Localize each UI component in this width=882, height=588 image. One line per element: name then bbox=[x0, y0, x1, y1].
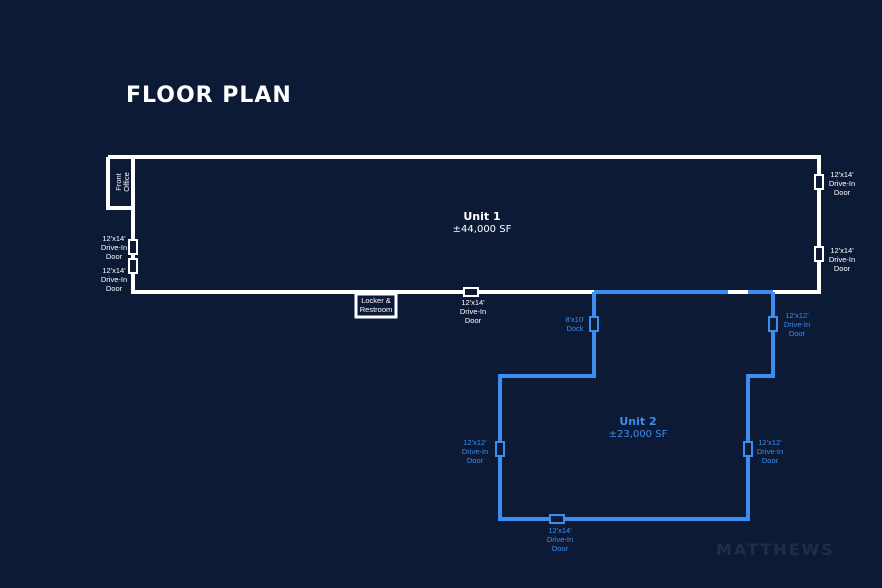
door-size: 12'x14' bbox=[102, 266, 126, 275]
unit2-door-label-top-right: 12'x12' Drive-In Door bbox=[784, 311, 810, 338]
unit1-door-label-right-top: 12'x14' Drive-In Door bbox=[829, 170, 855, 197]
unit1-door-label-left-top: 12'x14' Drive-In Door bbox=[101, 234, 127, 261]
door-size: 12'x14' bbox=[830, 170, 854, 179]
unit1-door-label-bottom: 12'x14' Drive-In Door bbox=[460, 298, 486, 325]
door-type: Drive-In bbox=[101, 243, 127, 252]
unit1-door-label-right-bottom: 12'x14' Drive-In Door bbox=[829, 246, 855, 273]
door-word: Door bbox=[762, 456, 779, 465]
door-size: 12'x14' bbox=[461, 298, 485, 307]
unit2-door-label-bottom: 12'x14' Drive-In Door bbox=[547, 526, 573, 553]
door-notch bbox=[549, 514, 565, 524]
door-word: Door bbox=[552, 544, 569, 553]
dock-size: 8'x10' bbox=[565, 315, 585, 324]
door-word: Door bbox=[106, 252, 123, 261]
door-size: 12'x14' bbox=[102, 234, 126, 243]
door-type: Drive-In bbox=[829, 179, 855, 188]
unit2-walls bbox=[498, 290, 775, 521]
dock-word: Dock bbox=[566, 324, 583, 333]
unit2-area: ±23,000 SF bbox=[609, 429, 668, 440]
door-type: Drive-In bbox=[547, 535, 573, 544]
door-size: 12'x12' bbox=[758, 438, 782, 447]
door-word: Door bbox=[834, 188, 851, 197]
door-notch bbox=[463, 287, 479, 297]
door-notch bbox=[743, 441, 753, 457]
unit2-outer-wall bbox=[498, 292, 775, 521]
door-notch bbox=[814, 174, 824, 190]
unit1-area: ±44,000 SF bbox=[453, 224, 512, 235]
door-word: Door bbox=[467, 456, 484, 465]
door-type: Drive-In bbox=[101, 275, 127, 284]
door-size: 12'x14' bbox=[830, 246, 854, 255]
door-size: 12'x12' bbox=[463, 438, 487, 447]
door-word: Door bbox=[465, 316, 482, 325]
page-title: FLOOR PLAN bbox=[126, 83, 292, 108]
unit1-lower-wall bbox=[106, 157, 594, 294]
unit1-door-label-left-bottom: 12'x14' Drive-In Door bbox=[101, 266, 127, 293]
front-office-label: Front Office bbox=[114, 172, 131, 191]
unit2-dock-label: 8'x10' Dock bbox=[565, 315, 585, 333]
door-notch bbox=[814, 246, 824, 262]
door-notch bbox=[495, 441, 505, 457]
door-word: Door bbox=[834, 264, 851, 273]
door-notch bbox=[768, 316, 778, 332]
unit2-door-label-left: 12'x12' Drive-In Door bbox=[462, 438, 488, 465]
unit1-door-notches bbox=[128, 174, 824, 297]
unit2-door-notches bbox=[495, 316, 778, 524]
locker-restroom-room bbox=[354, 292, 398, 319]
unit1-name: Unit 1 bbox=[463, 210, 500, 223]
front-office-line2: Office bbox=[122, 172, 131, 191]
door-word: Door bbox=[789, 329, 806, 338]
door-word: Door bbox=[106, 284, 123, 293]
locker-line1: Locker & bbox=[361, 296, 391, 305]
unit2-name: Unit 2 bbox=[619, 415, 656, 428]
locker-line2: Restroom bbox=[360, 305, 393, 314]
door-type: Drive-In bbox=[757, 447, 783, 456]
unit2-door-label-right: 12'x12' Drive-In Door bbox=[757, 438, 783, 465]
door-size: 12'x12' bbox=[785, 311, 809, 320]
door-type: Drive-In bbox=[829, 255, 855, 264]
door-type: Drive-In bbox=[460, 307, 486, 316]
door-notch bbox=[128, 239, 138, 255]
dock-notch bbox=[589, 316, 599, 332]
door-type: Drive-In bbox=[784, 320, 810, 329]
door-notch bbox=[128, 258, 138, 274]
door-size: 12'x14' bbox=[548, 526, 572, 535]
front-office-line1: Front bbox=[114, 172, 123, 190]
door-type: Drive-In bbox=[462, 447, 488, 456]
matthews-watermark: MATTHEWS bbox=[716, 540, 835, 559]
